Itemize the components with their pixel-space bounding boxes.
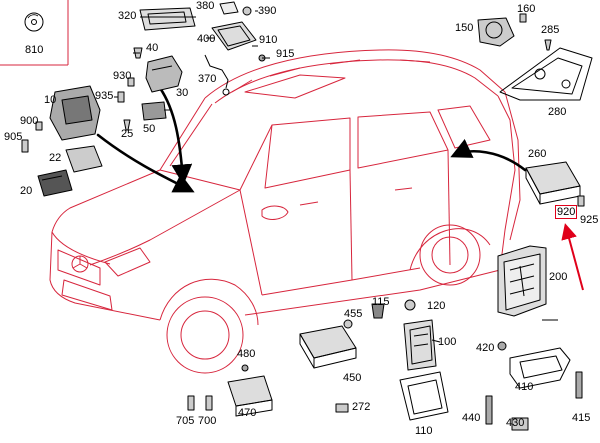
label-20: 20 xyxy=(20,185,33,197)
part-260-control-unit xyxy=(525,161,581,205)
label-420: 420 xyxy=(476,342,495,354)
label-455: 455 xyxy=(344,308,363,320)
part-925-screw xyxy=(577,195,585,207)
label-50: 50 xyxy=(143,123,156,135)
label-400: 400 xyxy=(197,33,216,45)
label-925: 925 xyxy=(580,214,599,226)
label-380: 380 xyxy=(196,0,215,12)
part-930-screw xyxy=(127,77,135,87)
part-120-grommet xyxy=(404,299,416,311)
part-160-nut xyxy=(519,13,527,23)
part-390-bulb xyxy=(242,6,252,16)
cd-disc-icon xyxy=(24,12,44,32)
label-25: 25 xyxy=(121,128,134,140)
part-935-screw xyxy=(117,91,125,103)
part-470-module xyxy=(227,375,273,417)
part-150-siren xyxy=(477,17,515,47)
highlight-arrow xyxy=(561,223,584,291)
vehicle-outline xyxy=(49,49,521,374)
part-30-sensor xyxy=(145,55,183,93)
label-30: 30 xyxy=(176,87,189,99)
label-705: 705 xyxy=(176,415,195,427)
label-900: 900 xyxy=(20,115,39,127)
part-420-nut xyxy=(497,341,507,351)
label-410: 410 xyxy=(515,381,534,393)
part-450-module xyxy=(299,325,357,369)
label-450: 450 xyxy=(343,372,362,384)
cd-box xyxy=(0,0,69,66)
label-22: 22 xyxy=(49,152,62,164)
part-200-control-unit xyxy=(497,245,547,317)
label-10: 10 xyxy=(44,94,57,106)
part-705-screw xyxy=(187,395,195,411)
part-22-module xyxy=(65,145,103,173)
part-400-module xyxy=(211,21,257,51)
part-905-screw xyxy=(21,139,29,153)
label-935: 935 xyxy=(95,90,114,102)
part-100-module xyxy=(403,319,437,371)
label-100: 100 xyxy=(438,336,457,348)
label-430: 430 xyxy=(506,417,525,429)
part-900-screw xyxy=(35,121,43,131)
label-272: 272 xyxy=(352,401,371,413)
part-480-nut xyxy=(241,364,249,372)
label-905: 905 xyxy=(4,131,23,143)
leader-arrows xyxy=(96,86,527,193)
part-10-control-unit xyxy=(49,85,101,141)
part-370-cable xyxy=(204,54,229,89)
label-160: 160 xyxy=(517,3,536,15)
part-415-bolt xyxy=(575,371,583,399)
label-930: 930 xyxy=(113,70,132,82)
part-50-bracket xyxy=(141,101,167,121)
label-920-highlighted[interactable]: 920 xyxy=(555,205,578,219)
label-115: 115 xyxy=(372,296,390,308)
part-272-clip xyxy=(335,403,349,413)
label-390: 390 xyxy=(258,5,277,17)
label-700: 700 xyxy=(198,415,217,427)
label-120: 120 xyxy=(427,300,446,312)
part-285-screw xyxy=(544,39,552,51)
label-150: 150 xyxy=(455,22,474,34)
part-380-plug xyxy=(219,1,239,15)
part-320-overhead-module xyxy=(139,7,196,31)
label-40: 40 xyxy=(146,42,159,54)
label-470: 470 xyxy=(238,407,257,419)
label-200: 200 xyxy=(549,271,568,283)
label-110: 110 xyxy=(415,425,433,437)
part-25-screw xyxy=(123,119,131,131)
part-440-bolt xyxy=(485,395,493,425)
part-115-bolt xyxy=(371,303,385,319)
part-410-bracket xyxy=(509,347,571,389)
label-260: 260 xyxy=(528,148,547,160)
label-285: 285 xyxy=(541,24,560,36)
part-280-bracket xyxy=(499,47,593,101)
label-810: 810 xyxy=(25,44,44,56)
part-455-screw xyxy=(343,319,353,329)
label-915: 915 xyxy=(276,48,295,60)
part-430-nut xyxy=(511,417,529,431)
label-370: 370 xyxy=(198,73,217,85)
label-440: 440 xyxy=(462,412,481,424)
part-110-bracket xyxy=(399,371,449,421)
part-20-module xyxy=(37,169,73,197)
label-415: 415 xyxy=(572,412,591,424)
label-280: 280 xyxy=(548,106,567,118)
label-910: 910 xyxy=(259,34,278,46)
label-320: 320 xyxy=(118,10,137,22)
label-480: 480 xyxy=(237,348,256,360)
part-700-screw xyxy=(205,395,213,411)
